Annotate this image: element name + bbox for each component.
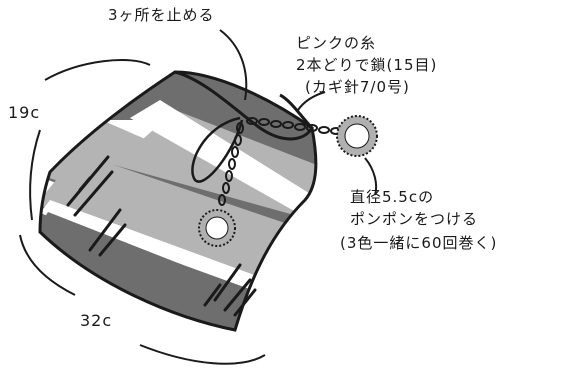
label-yarn-line2: 2本どりで鎖(15目) [296,56,438,74]
label-pompom-line1: 直径5.5cの [350,188,435,206]
label-stop-points: 3ヶ所を止める [108,6,215,24]
chain-right [246,117,342,135]
label-yarn-line3: (カギ針7/0号) [305,78,410,96]
dimension-arc-top [44,59,151,81]
label-pompom-line3: (3色一緒に60回巻く) [340,234,498,252]
drawstring-loop [191,116,244,183]
leader-yarn [297,91,326,111]
dimension-arc-left [19,234,76,296]
dimension-arc-height [29,129,41,221]
leader-pompom [364,157,378,196]
pompom-left [198,209,236,247]
label-height: 19c [8,103,41,122]
dimension-arc-bottom [139,344,266,365]
leader-stop-points [219,29,248,101]
label-yarn-line1: ピンクの糸 [296,34,377,52]
hat-outline [38,70,318,332]
hat-texture-strokes [66,155,257,317]
hat-top-fold [174,70,314,141]
label-width: 32c [80,311,113,330]
pompom-right [336,115,378,157]
label-pompom-line2: ポンポンをつける [350,210,479,228]
chain-left [218,122,244,206]
